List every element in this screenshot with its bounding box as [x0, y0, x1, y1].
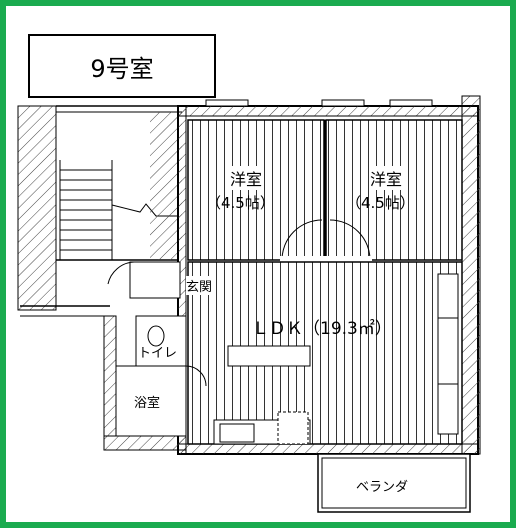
staircase	[17, 105, 182, 317]
room-label-bath: 浴室	[134, 392, 161, 411]
unit-title: 9号室	[28, 34, 216, 98]
bedroom-east-floor	[325, 119, 463, 261]
room-label-veranda: ベランダ	[356, 476, 409, 495]
room-label-ldk: ＬＤＫ（19.3㎡）	[252, 319, 392, 339]
ldk-floor	[187, 261, 463, 445]
room-label-west-bedroom: 洋室	[230, 166, 263, 190]
room-label-entrance: 玄関	[186, 276, 213, 295]
room-size-west-bedroom: （4.5帖）	[206, 194, 275, 212]
wet-area	[103, 261, 207, 451]
room-label-east-bedroom: 洋室	[370, 166, 403, 190]
room-label-toilet: トイレ	[138, 346, 178, 361]
bedroom-west-floor	[187, 119, 325, 261]
room-size-east-bedroom: （4.5帖）	[346, 194, 415, 212]
